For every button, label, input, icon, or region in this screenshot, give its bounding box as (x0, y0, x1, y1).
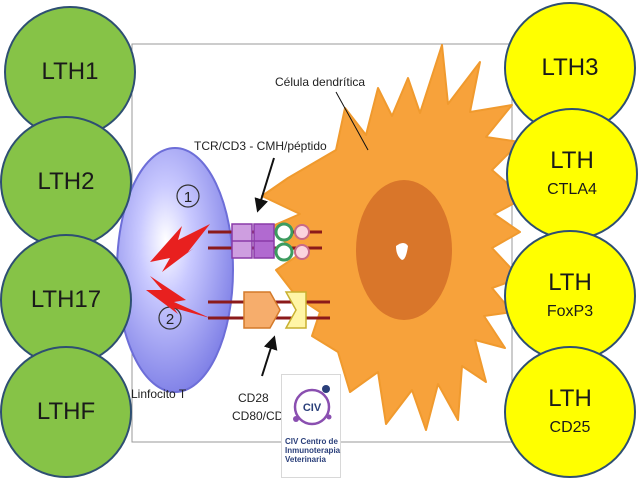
lymphocyte-label: Linfocito T (131, 387, 187, 401)
lth-foxp3-sublabel: FoxP3 (546, 303, 594, 320)
cd28-arrow (261, 335, 278, 377)
cd80-label: CD80/CD86 (232, 409, 297, 423)
signal-2-number: 2 (166, 311, 174, 328)
civ-logo-emblem: CIV (293, 385, 332, 426)
signal-2-bolt (146, 276, 210, 318)
lth1-label: LTH1 (41, 58, 99, 85)
civ-logo-text: CIV Centro de Inmunoterapia Veterinaria (285, 437, 341, 464)
cd28-label: CD28 (238, 391, 269, 405)
lth2-circle: LTH2 (0, 116, 132, 248)
signal-1-number: 1 (184, 189, 192, 206)
civ-logo-line-2: Inmunoterapia (285, 446, 341, 455)
lth-cd25-sublabel: CD25 (549, 419, 591, 436)
mhc-ring-1 (274, 222, 294, 242)
cd80-ligand (284, 291, 307, 329)
mhc-ring-2 (274, 242, 294, 262)
lth-foxp3-label: LTH (548, 269, 592, 296)
peptide-ring-1 (294, 224, 310, 240)
civ-logo: CIV CIV Centro de Inmunoterapia Veterina… (281, 374, 341, 478)
civ-logo-acronym: CIV (303, 402, 322, 414)
lthf-label: LTHF (36, 398, 96, 425)
lth2-label: LTH2 (37, 168, 95, 195)
lymphocyte (116, 147, 234, 393)
dendritic-cell-label: Célula dendrítica (275, 75, 365, 89)
civ-logo-line-3: Veterinaria (285, 455, 326, 464)
lth-foxp3-circle: LTH FoxP3 (504, 230, 636, 362)
tcr-arrow (254, 157, 275, 213)
tcr-label: TCR/CD3 - CMH/péptido (194, 139, 327, 153)
lth-cd25-circle: LTH CD25 (504, 346, 636, 478)
lth-ctla4-sublabel: CTLA4 (547, 181, 597, 198)
lth3-label: LTH3 (541, 54, 599, 81)
civ-logo-line-1: CIV Centro de (285, 437, 338, 446)
dendritic-label-pointer (335, 91, 369, 151)
dendritic-nucleus-highlight (396, 243, 408, 260)
lthf-circle: LTHF (0, 346, 132, 478)
lth17-circle: LTH17 (0, 234, 132, 366)
lth-cd25-label: LTH (548, 385, 592, 412)
lth-ctla4-label: LTH (550, 147, 594, 174)
signal-1-marker (176, 184, 200, 208)
peptide-ring-2 (294, 244, 310, 260)
signal-1-bolt (150, 224, 210, 272)
cd28-receptor (243, 291, 281, 329)
lth-ctla4-circle: LTH CTLA4 (506, 108, 638, 240)
lth17-label: LTH17 (30, 286, 102, 313)
